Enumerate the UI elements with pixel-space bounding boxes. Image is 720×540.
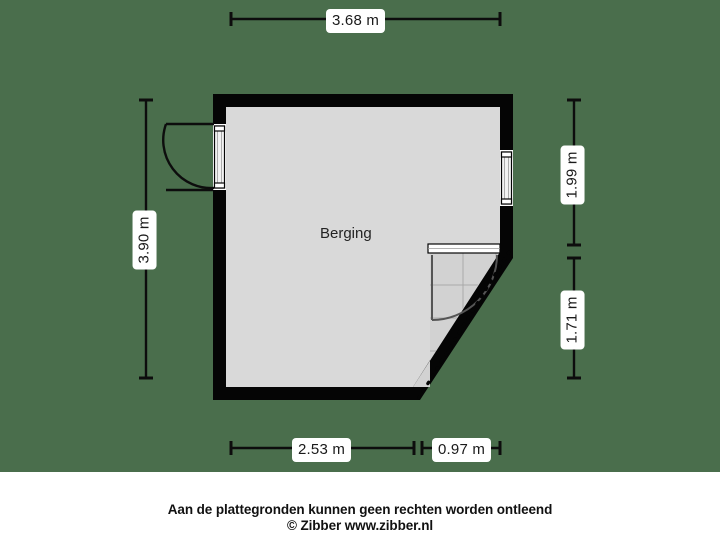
dimension-label-top: 3.68 m	[326, 9, 386, 33]
footer-disclaimer: Aan de plattegronden kunnen geen rechten…	[0, 472, 720, 540]
dimension-label-right-upper: 1.99 m	[560, 145, 585, 205]
entry-door	[162, 122, 226, 192]
dimension-label-right-lower: 1.71 m	[560, 290, 585, 350]
footer-line-copyright: © Zibber www.zibber.nl	[286, 518, 433, 533]
alcove-door-frame	[427, 243, 501, 254]
footer-line-disclaimer: Aan de plattegronden kunnen geen rechten…	[167, 502, 553, 517]
entry-door-leaf	[213, 125, 226, 189]
dimension-label-bottom-right: 0.97 m	[432, 438, 492, 462]
room-label-berging: Berging	[320, 225, 372, 242]
window-right-wall	[500, 150, 513, 206]
entry-door-swing-arc	[162, 123, 215, 190]
dimension-label-bottom-left: 2.53 m	[292, 438, 352, 462]
dimension-label-left: 3.90 m	[132, 210, 157, 270]
